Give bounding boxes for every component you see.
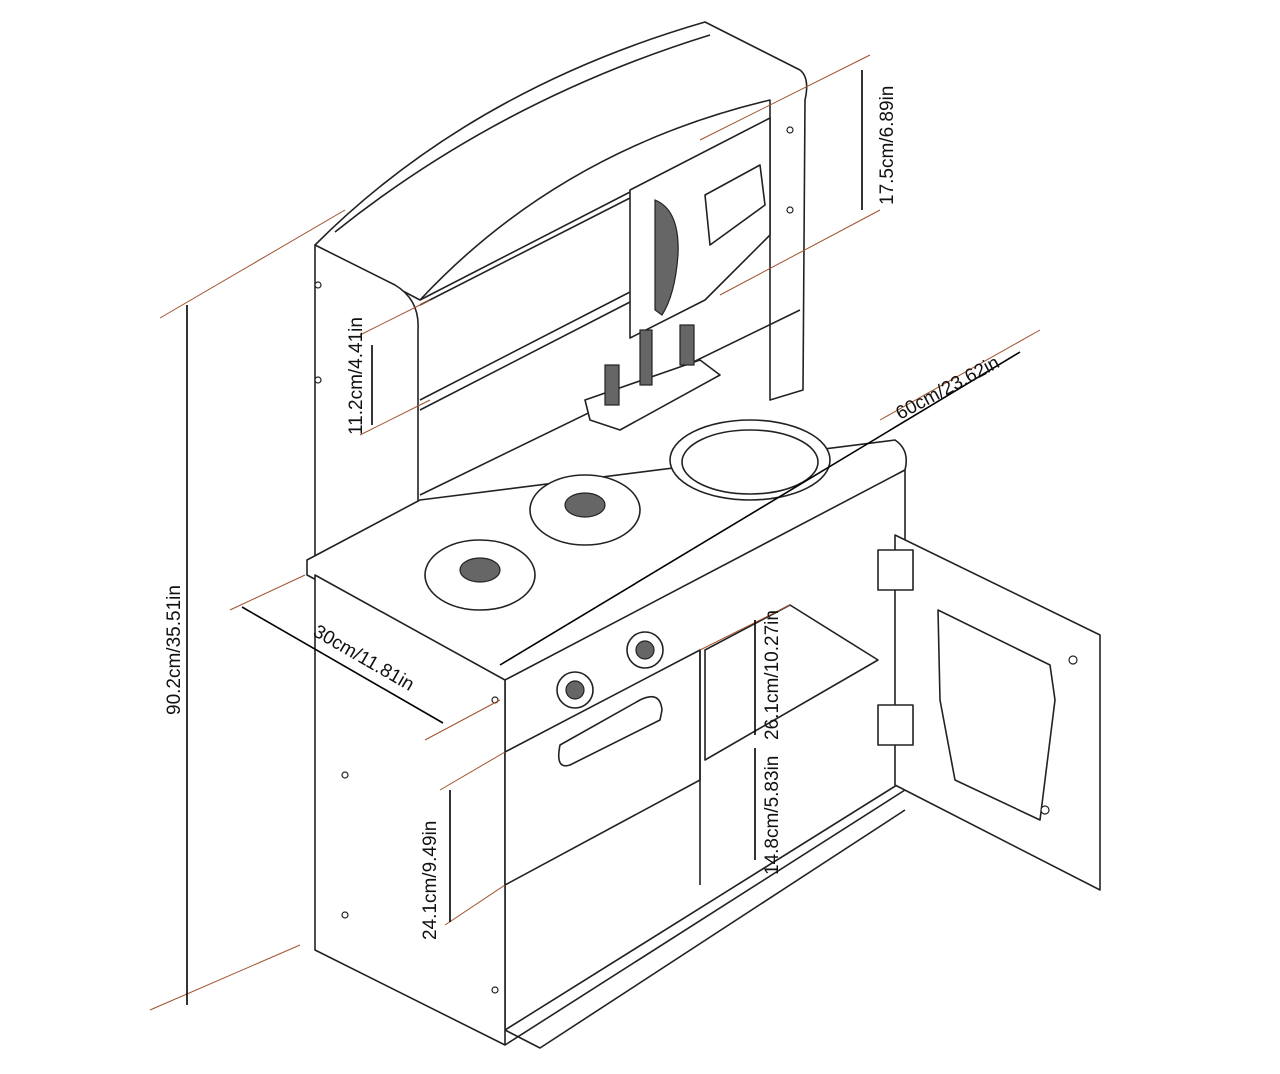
toy-kitchen-drawing [306, 21, 1101, 1049]
total-height-label: 90.2cm/35.51in [164, 585, 185, 715]
oven-height-label: 24.1cm/9.49in [420, 821, 441, 940]
right-cabinet-upper-label: 26.1cm/10.27in [762, 610, 783, 740]
width-label: 60cm/23.62in [892, 352, 1003, 424]
shelf-gap-label: 11.2cm/4.41in [346, 317, 367, 435]
dimension-lines [149, 54, 1041, 1011]
top-cabinet-height-label: 17.5cm/6.89in [877, 86, 898, 205]
right-cabinet-lower-label: 14.8cm/5.83in [762, 756, 783, 875]
